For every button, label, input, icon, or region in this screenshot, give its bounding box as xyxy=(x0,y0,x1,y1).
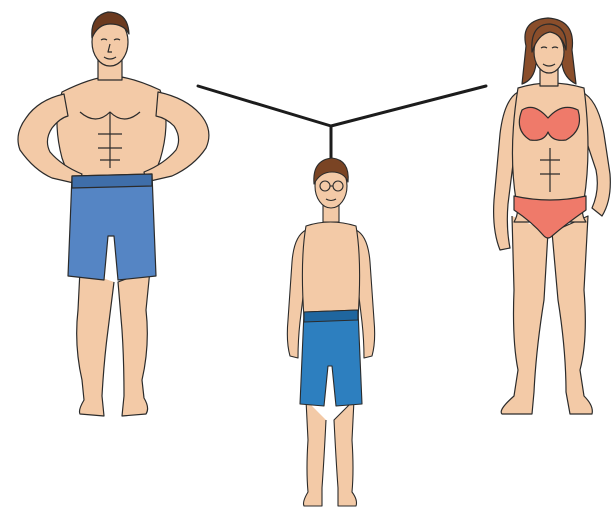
mother-figure xyxy=(494,18,611,414)
father-legs xyxy=(77,270,150,416)
son-torso xyxy=(302,222,359,318)
father-torso xyxy=(57,76,166,178)
son-legs xyxy=(304,400,357,506)
connector-mother-line xyxy=(331,86,486,126)
father-shorts xyxy=(68,174,156,280)
son-shorts-waistband xyxy=(304,310,358,322)
son-figure xyxy=(287,158,374,506)
mother-legs xyxy=(501,216,592,414)
father-shorts-waistband xyxy=(72,174,152,188)
connector-father-line xyxy=(198,86,331,126)
son-shorts xyxy=(300,310,362,406)
father-figure xyxy=(18,12,209,416)
family-connector-lines xyxy=(198,86,486,158)
